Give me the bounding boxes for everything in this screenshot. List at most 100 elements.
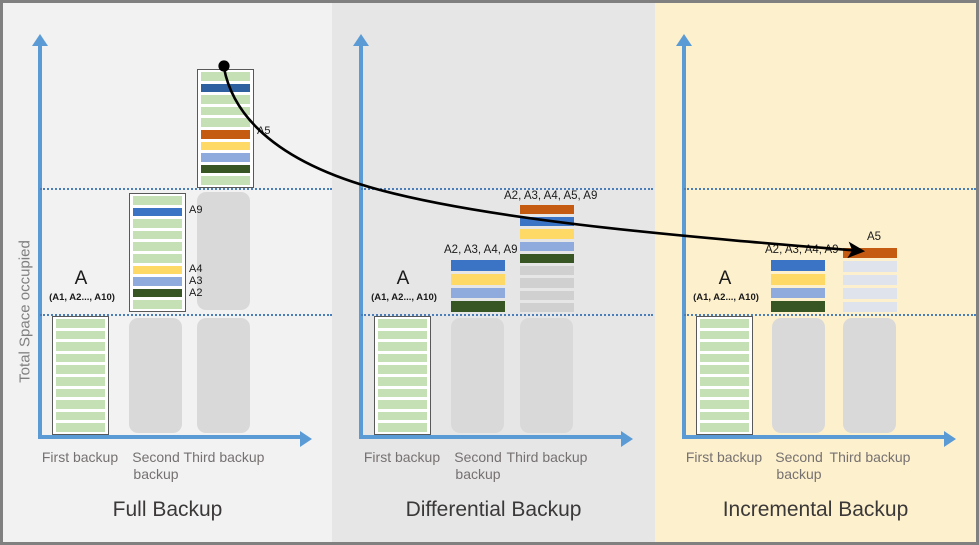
band-light-blue (451, 287, 505, 299)
band-light-green (56, 400, 105, 409)
band-dark-blue (201, 83, 250, 93)
band-light-green (700, 400, 749, 409)
panel-title-diff: Differential Backup (405, 498, 582, 521)
band-light-green (700, 365, 749, 374)
band-light-green (700, 353, 749, 363)
band-light-green (378, 388, 427, 398)
band-label-a3-full: A3 (189, 275, 203, 287)
set-label-second-diff: A2, A3, A4, A9 (444, 244, 518, 256)
guide-line-lower-full (40, 314, 332, 316)
set-a-sublabel-incr: (A1, A2..., A10) (693, 292, 759, 303)
band-yellow (201, 141, 250, 151)
band-light-green (700, 423, 749, 432)
band-light-green (133, 219, 182, 228)
band-dark-green (133, 288, 182, 298)
ghost-column-third-lower-full (197, 318, 250, 433)
band-light-green (56, 330, 105, 340)
band-light-green (700, 411, 749, 421)
stack-first-backup-full[interactable] (52, 316, 109, 435)
band-light-green (378, 411, 427, 421)
x-axis-diff (359, 435, 621, 439)
band-light-green (378, 353, 427, 363)
band-placeholder-gray (520, 302, 574, 312)
band-yellow (133, 265, 182, 275)
guide-line-upper-full (40, 188, 332, 190)
ghost-column-second-lower-full (129, 318, 182, 433)
guide-line-lower-incr (684, 314, 976, 316)
y-axis-title: Total Space occupied (16, 240, 34, 383)
band-light-green (378, 376, 427, 386)
band-light-green (201, 118, 250, 127)
x-axis-arrow-diff (621, 431, 633, 447)
stack-second-backup-diff[interactable] (451, 260, 505, 312)
y-axis-arrow-diff (353, 34, 369, 46)
x-axis-arrow-full (300, 431, 312, 447)
ghost-column-third-incr (843, 318, 896, 433)
set-label-second-incr: A2, A3, A4, A9 (765, 244, 839, 256)
band-placeholder-bluegray (843, 261, 897, 272)
stack-third-backup-full[interactable] (197, 69, 254, 188)
band-light-green (56, 423, 105, 432)
y-axis-arrow-incr (676, 34, 692, 46)
stack-third-backup-diff[interactable] (520, 205, 574, 312)
band-light-green (700, 376, 749, 386)
set-a-sublabel-diff: (A1, A2..., A10) (371, 292, 437, 303)
band-label-a5-full: A5 (257, 125, 271, 137)
set-a-label-full: A (74, 268, 88, 289)
band-placeholder-bluegray (843, 274, 897, 286)
ghost-column-second-diff (451, 318, 504, 433)
stack-second-backup-full[interactable] (129, 193, 186, 312)
ghost-column-second-incr (772, 318, 825, 433)
set-a-label-diff: A (396, 268, 410, 289)
tick-second-backup-incr: Second backup (775, 449, 823, 482)
panel-differential-backup: A2, A3, A4, A9 A2, A3, A4, A5, A9 A (A1,… (332, 3, 655, 542)
band-yellow (451, 273, 505, 285)
band-dark-green (201, 164, 250, 174)
band-dark-green (771, 301, 825, 312)
band-label-a9-full: A9 (189, 204, 203, 216)
band-light-green (378, 330, 427, 340)
band-light-green (56, 411, 105, 421)
band-light-green (201, 72, 250, 81)
x-axis-incr (682, 435, 944, 439)
ghost-column-third-middle-full (197, 192, 250, 310)
x-axis-arrow-incr (944, 431, 956, 447)
band-orange (201, 129, 250, 139)
band-placeholder-gray (520, 278, 574, 288)
band-light-green (133, 242, 182, 251)
stack-first-backup-diff[interactable] (374, 316, 431, 435)
band-light-green (378, 319, 427, 328)
band-light-green (700, 319, 749, 328)
guide-line-lower-diff (361, 314, 653, 316)
band-placeholder-gray (520, 266, 574, 276)
band-orange (520, 205, 574, 215)
band-dark-green (520, 253, 574, 264)
stack-first-backup-incr[interactable] (696, 316, 753, 435)
set-a-sublabel-full: (A1, A2..., A10) (49, 292, 115, 303)
band-light-green (56, 388, 105, 398)
band-placeholder-bluegray (843, 288, 897, 299)
band-light-green (378, 423, 427, 432)
set-label-third-incr: A5 (867, 231, 882, 243)
guide-line-upper-incr (684, 188, 976, 190)
tick-third-backup-full: Third backup (183, 449, 265, 465)
set-a-label-incr: A (718, 268, 732, 289)
band-light-green (378, 365, 427, 374)
band-light-blue (771, 287, 825, 299)
y-axis-full (38, 45, 42, 439)
band-light-green (201, 95, 250, 104)
band-light-green (56, 353, 105, 363)
stack-second-backup-incr[interactable] (771, 260, 825, 312)
x-axis-full (38, 435, 300, 439)
band-yellow (771, 273, 825, 285)
ghost-column-third-diff (520, 318, 573, 433)
band-medium-blue (520, 217, 574, 227)
band-light-green (56, 319, 105, 328)
tick-third-backup-diff: Third backup (506, 449, 588, 465)
band-light-green (700, 388, 749, 398)
stack-third-backup-incr[interactable] (843, 248, 897, 312)
tick-third-backup-incr: Third backup (829, 449, 911, 465)
tick-first-backup-diff: First backup (363, 449, 441, 465)
band-label-a2-full: A2 (189, 287, 203, 299)
band-light-blue (133, 277, 182, 286)
